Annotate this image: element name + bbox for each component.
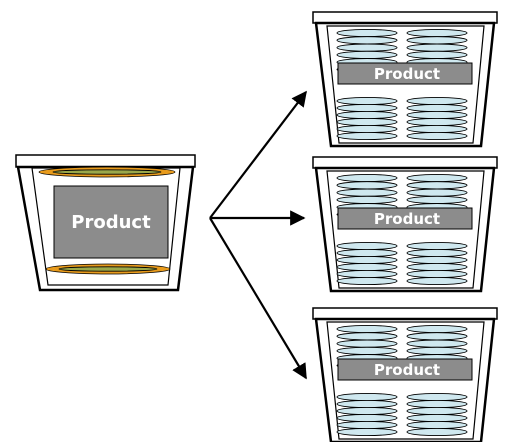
ice-plate <box>406 339 468 348</box>
ice-plate <box>406 103 468 113</box>
target-product-box <box>337 358 473 381</box>
ice-plate <box>336 50 398 59</box>
ice-plate <box>406 332 468 341</box>
ice-plate <box>406 173 468 183</box>
ice-plate <box>336 392 398 402</box>
ice-plate <box>336 406 398 416</box>
ice-plate <box>336 181 398 190</box>
ice-plate <box>406 269 468 279</box>
ice-plate <box>336 28 398 38</box>
ice-plate <box>336 241 398 251</box>
ice-plate <box>336 43 398 52</box>
ice-plate <box>336 339 398 348</box>
arrow-to-bottom-cooler <box>209 217 307 380</box>
ice-plate <box>406 28 468 38</box>
ice-plate <box>406 117 468 127</box>
ice-plate <box>336 117 398 127</box>
ice-plate <box>406 262 468 272</box>
ice-plate <box>336 413 398 423</box>
ice-plate <box>336 269 398 279</box>
ice-plate <box>336 96 398 106</box>
source-cooler: Product <box>15 154 196 292</box>
ice-plate <box>336 173 398 183</box>
target-product-box <box>337 207 473 230</box>
arrow-to-top-cooler <box>209 90 307 219</box>
ice-plate <box>406 399 468 409</box>
ice-plate <box>336 248 398 258</box>
source-product-label: Product <box>71 212 151 233</box>
ice-plate <box>336 427 398 437</box>
ice-plate <box>406 346 468 355</box>
ice-plate <box>406 124 468 134</box>
ice-plate <box>406 427 468 437</box>
target-product-label: Product <box>374 65 440 83</box>
ice-plate <box>336 332 398 341</box>
ice-plate <box>406 413 468 423</box>
ice-plate <box>336 103 398 113</box>
ice-plate <box>406 241 468 251</box>
ice-plate <box>336 324 398 334</box>
ice-plate <box>406 181 468 190</box>
ice-plate <box>406 43 468 52</box>
ice-plate <box>336 346 398 355</box>
target-cooler-lid <box>312 11 498 24</box>
ice-plate <box>406 131 468 141</box>
ice-plate <box>406 392 468 402</box>
ice-plate <box>406 110 468 120</box>
ice-plate <box>336 110 398 120</box>
ice-plate <box>336 131 398 141</box>
ice-plate <box>336 124 398 134</box>
source-cooler-lid <box>15 154 196 168</box>
ice-plate <box>336 188 398 197</box>
ice-plate <box>406 324 468 334</box>
ice-plate <box>336 420 398 430</box>
ice-plate <box>336 195 398 204</box>
source-top-ice-pack <box>38 166 176 178</box>
arrows <box>209 90 307 380</box>
ice-plate <box>336 262 398 272</box>
target-product-label: Product <box>374 210 440 228</box>
ice-plate <box>406 255 468 265</box>
ice-plate <box>406 96 468 106</box>
target-product-label: Product <box>374 361 440 379</box>
ice-plate <box>406 276 468 286</box>
ice-plate <box>336 36 398 45</box>
target-cooler-lid <box>312 307 498 320</box>
ice-plate <box>336 399 398 409</box>
target-cooler-lid <box>312 156 498 169</box>
target-cooler-1: Product <box>312 11 498 148</box>
ice-plate <box>406 188 468 197</box>
source-product-box <box>53 185 169 259</box>
ice-plate <box>336 276 398 286</box>
target-cooler-2: Product <box>312 156 498 293</box>
ice-plate <box>406 195 468 204</box>
ice-plate <box>406 36 468 45</box>
ice-plate <box>406 248 468 258</box>
ice-plate <box>336 255 398 265</box>
target-product-box <box>337 62 473 85</box>
ice-plate <box>406 50 468 59</box>
target-cooler-3: Product <box>312 307 498 442</box>
ice-plate <box>406 420 468 430</box>
source-bottom-ice-pack <box>45 263 171 275</box>
ice-plate <box>406 406 468 416</box>
